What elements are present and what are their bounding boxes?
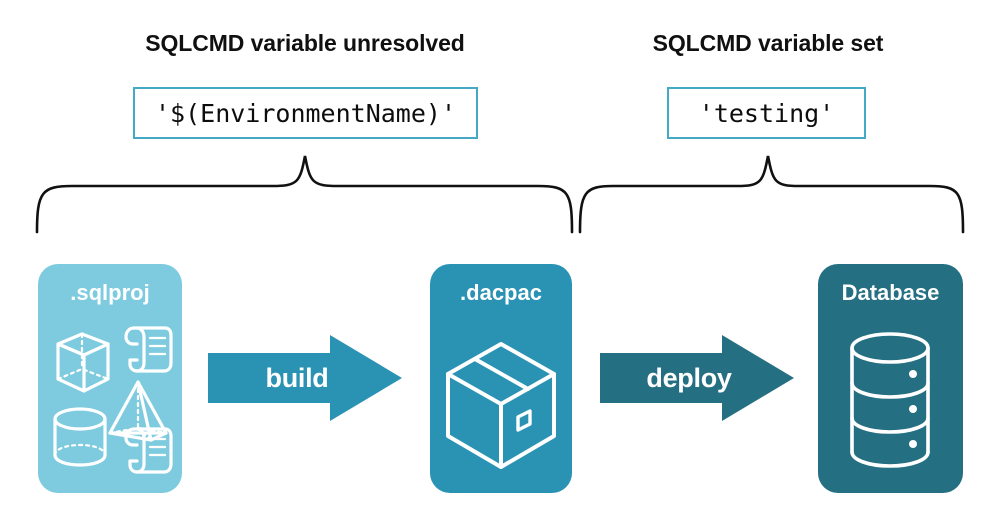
script-scroll-icon-top (124, 326, 173, 373)
stage-label-sqlproj: .sqlproj (70, 280, 150, 305)
section-title-left: SQLCMD variable unresolved (145, 30, 465, 56)
sqlcmd-variable-set-value: 'testing' (667, 87, 866, 139)
section-title-right: SQLCMD variable set (652, 30, 884, 56)
cube-icon (56, 332, 110, 393)
cylinder-icon (53, 407, 107, 467)
script-scroll-icon-bottom (124, 427, 173, 474)
arrow-deploy-icon (600, 335, 794, 421)
brace-left-icon (35, 155, 574, 234)
stage-label-dacpac: .dacpac (460, 280, 542, 305)
arrow-deploy: deploy (600, 333, 796, 423)
arrow-build-icon (208, 335, 402, 421)
stage-box-database: Database (818, 264, 963, 493)
stage-box-dacpac: .dacpac (430, 264, 572, 493)
stage-label-database: Database (841, 280, 940, 305)
shapes-and-scripts-icon (53, 326, 173, 474)
arrow-build-label: build (265, 362, 329, 393)
arrow-deploy-label: deploy (646, 362, 732, 393)
arrow-build: build (208, 333, 404, 423)
package-box-icon (446, 342, 556, 469)
pyramid-icon (108, 380, 168, 442)
database-cylinder-icon (850, 332, 930, 468)
stage-box-sqlproj: .sqlproj (38, 264, 182, 493)
sqlcmd-variable-unresolved-value: '$(EnvironmentName)' (133, 87, 478, 139)
brace-right-icon (578, 155, 965, 234)
